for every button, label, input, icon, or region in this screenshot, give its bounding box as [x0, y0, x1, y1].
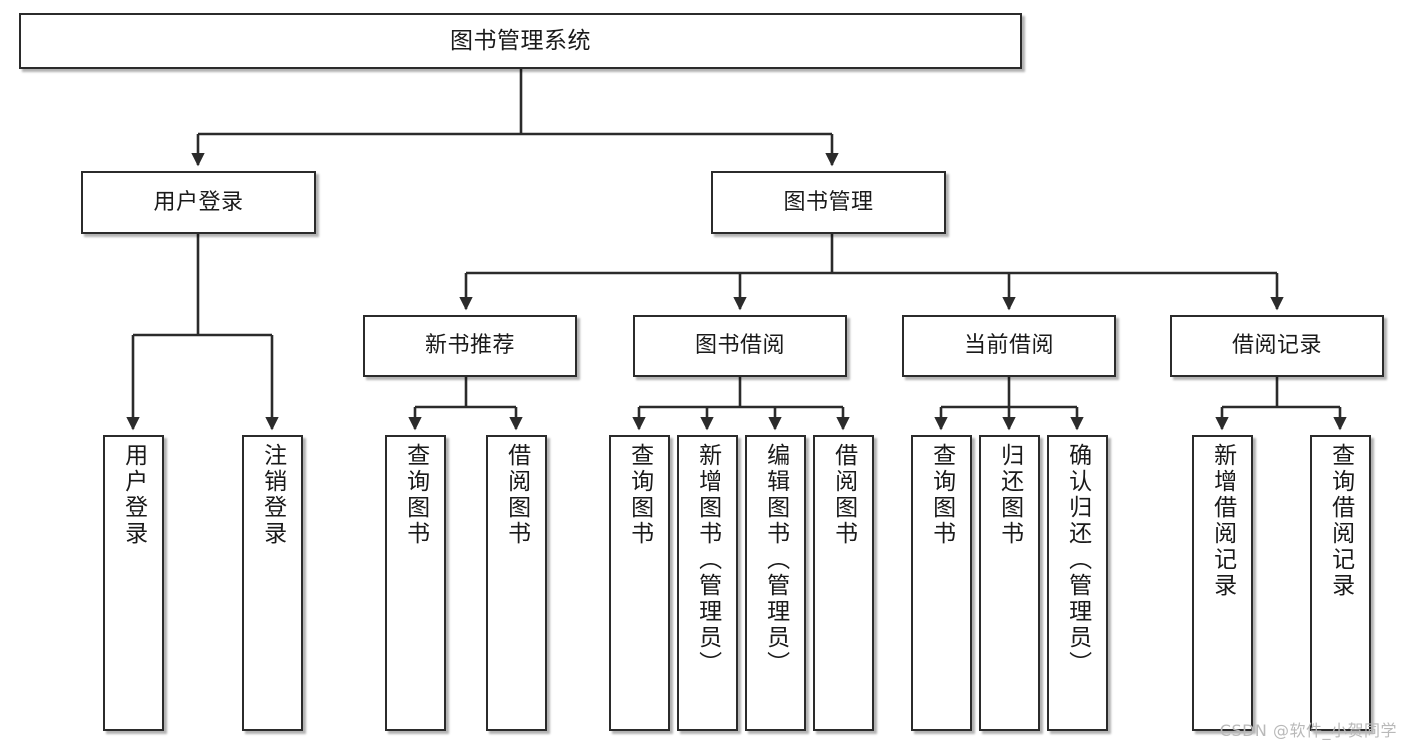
leaf-book-borrow-query[interactable]: 查询图书	[609, 435, 670, 731]
leaf-new-book-query[interactable]: 查询图书	[385, 435, 446, 731]
node-label: 编辑图书（管理员）	[762, 443, 789, 677]
leaf-current-borrow-return[interactable]: 归还图书	[979, 435, 1040, 731]
node-label: 查询图书	[402, 443, 429, 547]
leaf-current-borrow-confirm[interactable]: 确认归还（管理员）	[1047, 435, 1108, 731]
leaf-user-login-signin[interactable]: 用户登录	[103, 435, 164, 731]
leaf-user-login-signout[interactable]: 注销登录	[242, 435, 303, 731]
leaf-borrow-record-query[interactable]: 查询借阅记录	[1310, 435, 1371, 731]
node-borrow-record[interactable]: 借阅记录	[1170, 315, 1384, 377]
leaf-book-borrow-add[interactable]: 新增图书（管理员）	[677, 435, 738, 731]
leaf-new-book-borrow[interactable]: 借阅图书	[486, 435, 547, 731]
node-label: 查询借阅记录	[1327, 443, 1354, 599]
node-label: 用户登录	[120, 443, 147, 547]
leaf-borrow-record-add[interactable]: 新增借阅记录	[1192, 435, 1253, 731]
node-label: 借阅图书	[830, 443, 857, 547]
node-book-management[interactable]: 图书管理	[711, 171, 946, 234]
node-label: 查询图书	[626, 443, 653, 547]
csdn-watermark: CSDN @软件_小贺同学	[1219, 721, 1397, 740]
node-root-system[interactable]: 图书管理系统	[19, 13, 1022, 69]
node-label: 借阅记录	[1231, 333, 1322, 359]
node-new-book-recommend[interactable]: 新书推荐	[363, 315, 577, 377]
leaf-book-borrow-edit[interactable]: 编辑图书（管理员）	[745, 435, 806, 731]
node-label: 图书借阅	[694, 333, 785, 359]
node-label: 用户登录	[153, 189, 244, 215]
node-label: 查询图书	[928, 443, 955, 547]
node-label: 图书管理系统	[450, 27, 591, 54]
node-label: 新书推荐	[424, 333, 515, 359]
node-user-login[interactable]: 用户登录	[81, 171, 316, 234]
node-book-borrow[interactable]: 图书借阅	[633, 315, 847, 377]
node-label: 当前借阅	[963, 333, 1054, 359]
leaf-book-borrow-lend[interactable]: 借阅图书	[813, 435, 874, 731]
node-label: 注销登录	[259, 443, 286, 547]
node-label: 新增借阅记录	[1209, 443, 1236, 599]
leaf-current-borrow-query[interactable]: 查询图书	[911, 435, 972, 731]
node-label: 图书管理	[783, 189, 874, 215]
node-label: 确认归还（管理员）	[1064, 443, 1091, 677]
node-label: 归还图书	[996, 443, 1023, 547]
node-current-borrow[interactable]: 当前借阅	[902, 315, 1116, 377]
node-label: 新增图书（管理员）	[694, 443, 721, 677]
node-label: 借阅图书	[503, 443, 530, 547]
